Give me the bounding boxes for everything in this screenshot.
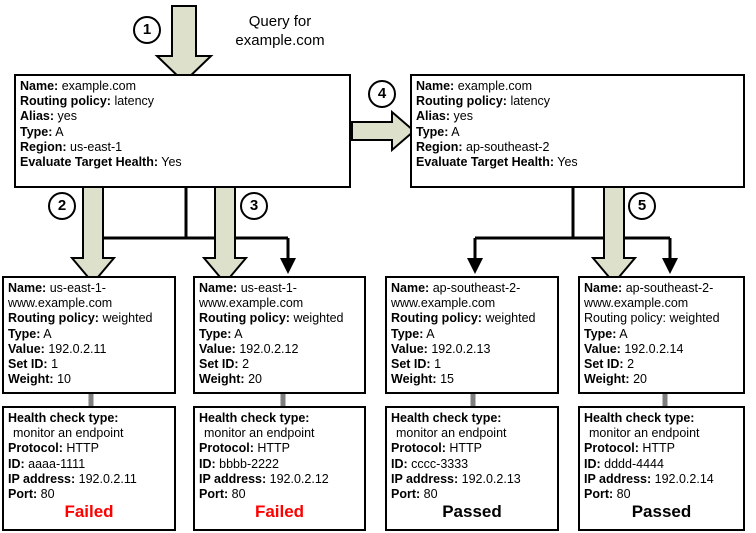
field-id: ID: dddd-4444	[584, 456, 664, 471]
field-protocol: Protocol: HTTP	[8, 441, 99, 456]
field-type: Type: A	[416, 124, 460, 139]
field-routing-policy: Routing policy: latency	[20, 94, 155, 109]
arrowhead-record-1	[77, 258, 93, 274]
field-port: Port: 80	[199, 487, 246, 502]
health-check-ap-southeast-2-2[interactable]: Health check type: monitor an endpoint P…	[578, 406, 745, 531]
query-annotation: Query for example.com	[205, 12, 355, 50]
weighted-record-us-east-1-2[interactable]: Name: us-east-1- www.example.com Routing…	[193, 276, 366, 394]
weighted-record-ap-southeast-2-2[interactable]: Name: ap-southeast-2- www.example.com Ro…	[578, 276, 745, 394]
field-type: Type: A	[391, 326, 435, 341]
field-routing-policy: Routing policy: weighted	[584, 311, 720, 326]
field-set-id: Set ID: 1	[391, 357, 442, 372]
field-region: Region: us-east-1	[20, 139, 123, 154]
block-arrow-step-3	[201, 185, 249, 285]
health-check-ap-southeast-2-1[interactable]: Health check type: monitor an endpoint P…	[385, 406, 559, 531]
field-name: Name: ap-southeast-2-	[584, 281, 714, 295]
arrowhead-record-2	[280, 258, 296, 274]
field-name-continued: www.example.com	[584, 296, 689, 311]
field-name: Name: example.com	[416, 79, 533, 93]
field-name: Name: us-east-1-	[8, 281, 106, 295]
arrowhead-record-4	[662, 258, 678, 274]
field-port: Port: 80	[391, 487, 438, 502]
field-value: Value: 192.0.2.11	[8, 341, 107, 356]
step-number-5: 5	[628, 192, 656, 220]
field-name-continued: www.example.com	[8, 296, 113, 311]
field-type: Type: A	[8, 326, 52, 341]
field-type: Type: A	[20, 124, 64, 139]
field-evaluate-target-health: Evaluate Target Health: Yes	[416, 155, 578, 170]
alias-record-us-east-1[interactable]: Name: example.com Routing policy: latenc…	[14, 74, 351, 188]
field-name: Name: example.com	[20, 79, 137, 93]
health-check-us-east-1-2[interactable]: Health check type: monitor an endpoint P…	[193, 406, 366, 531]
step-number-4: 4	[368, 80, 396, 108]
field-health-check-type: Health check type:	[391, 411, 502, 425]
field-weight: Weight: 20	[584, 372, 647, 387]
field-weight: Weight: 15	[391, 372, 454, 387]
status-badge: Failed	[254, 502, 305, 522]
step-number-2: 2	[48, 192, 76, 220]
field-health-check-type-value: monitor an endpoint	[589, 426, 700, 441]
field-ip-address: IP address: 192.0.2.12	[199, 471, 329, 486]
arrowhead-record-3	[467, 258, 483, 274]
field-port: Port: 80	[584, 487, 631, 502]
status-badge: Passed	[631, 502, 692, 522]
block-arrow-alias-to-alias	[351, 109, 416, 153]
step-number-1: 1	[133, 16, 161, 44]
field-id: ID: cccc-3333	[391, 456, 469, 471]
block-arrow-step-2	[69, 185, 117, 285]
field-ip-address: IP address: 192.0.2.14	[584, 471, 714, 486]
field-value: Value: 192.0.2.12	[199, 341, 299, 356]
field-weight: Weight: 10	[8, 372, 71, 387]
alias-record-ap-southeast-2[interactable]: Name: example.com Routing policy: latenc…	[410, 74, 745, 188]
weighted-record-us-east-1-1[interactable]: Name: us-east-1- www.example.com Routing…	[2, 276, 176, 394]
field-health-check-type: Health check type:	[8, 411, 119, 425]
field-region: Region: ap-southeast-2	[416, 139, 550, 154]
field-health-check-type: Health check type:	[584, 411, 695, 425]
status-badge: Passed	[442, 502, 502, 522]
query-annotation-line-2: example.com	[235, 32, 325, 49]
status-badge: Failed	[64, 502, 114, 522]
field-protocol: Protocol: HTTP	[584, 441, 675, 456]
field-protocol: Protocol: HTTP	[199, 441, 290, 456]
health-check-us-east-1-1[interactable]: Health check type: monitor an endpoint P…	[2, 406, 176, 531]
field-health-check-type-value: monitor an endpoint	[13, 426, 124, 441]
field-name: Name: ap-southeast-2-	[391, 281, 521, 295]
field-name: Name: us-east-1-	[199, 281, 297, 295]
field-routing-policy: Routing policy: weighted	[199, 311, 344, 326]
field-evaluate-target-health: Evaluate Target Health: Yes	[20, 155, 182, 170]
field-value: Value: 192.0.2.13	[391, 341, 491, 356]
field-type: Type: A	[199, 326, 243, 341]
field-routing-policy: Routing policy: weighted	[391, 311, 536, 326]
field-weight: Weight: 20	[199, 372, 262, 387]
field-alias: Alias: yes	[20, 109, 77, 124]
field-set-id: Set ID: 2	[584, 357, 635, 372]
step-number-3: 3	[240, 192, 268, 220]
field-ip-address: IP address: 192.0.2.11	[8, 471, 137, 486]
field-health-check-type-value: monitor an endpoint	[396, 426, 507, 441]
field-routing-policy: Routing policy: weighted	[8, 311, 153, 326]
field-value: Value: 192.0.2.14	[584, 341, 684, 356]
field-type: Type: A	[584, 326, 628, 341]
block-arrow-query	[154, 5, 214, 84]
field-id: ID: bbbb-2222	[199, 456, 279, 471]
field-health-check-type: Health check type:	[199, 411, 310, 425]
field-id: ID: aaaa-1111	[8, 456, 86, 471]
weighted-record-ap-southeast-2-1[interactable]: Name: ap-southeast-2- www.example.com Ro…	[385, 276, 559, 394]
field-alias: Alias: yes	[416, 109, 473, 124]
field-health-check-type-value: monitor an endpoint	[204, 426, 315, 441]
field-protocol: Protocol: HTTP	[391, 441, 482, 456]
field-set-id: Set ID: 2	[199, 357, 250, 372]
field-ip-address: IP address: 192.0.2.13	[391, 471, 521, 486]
field-port: Port: 80	[8, 487, 55, 502]
field-name-continued: www.example.com	[391, 296, 496, 311]
field-set-id: Set ID: 1	[8, 357, 59, 372]
field-name-continued: www.example.com	[199, 296, 304, 311]
query-annotation-line-1: Query for	[248, 13, 312, 30]
field-routing-policy: Routing policy: latency	[416, 94, 551, 109]
